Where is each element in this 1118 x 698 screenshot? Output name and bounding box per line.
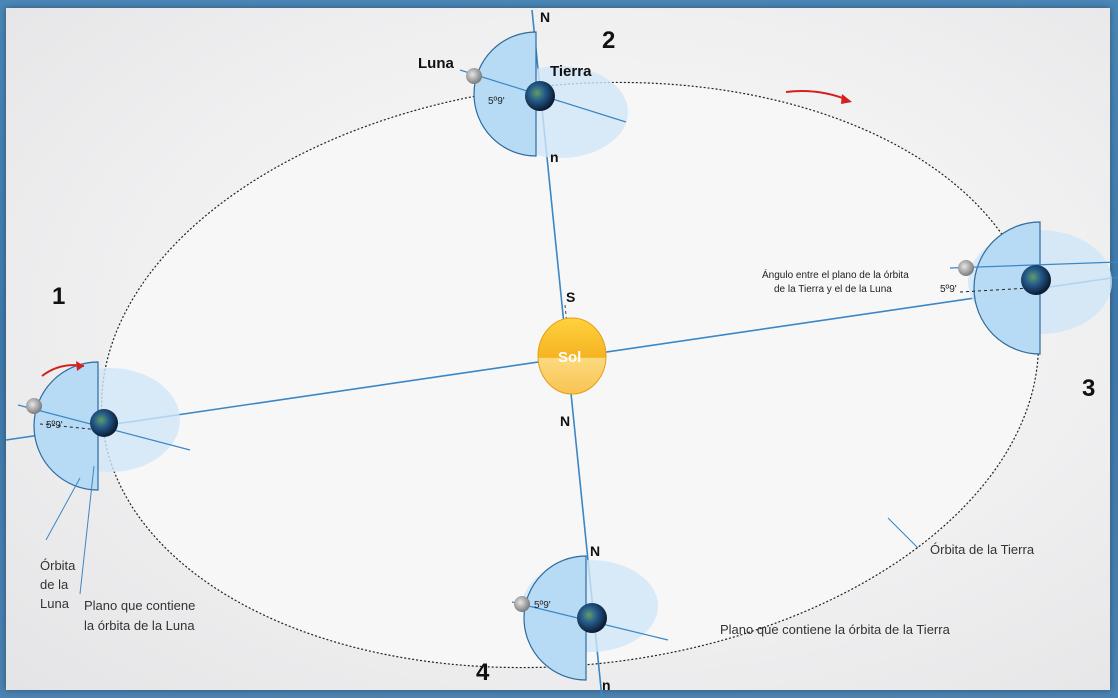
position-number-3: 3 xyxy=(1082,375,1095,402)
sun-pole-n: N xyxy=(560,413,570,429)
pole-N-2: N xyxy=(540,9,550,25)
plano-luna-line-2: la órbita de la Luna xyxy=(84,618,195,633)
angle-label-1: 5º9' xyxy=(46,420,63,431)
angle-label-4: 5º9' xyxy=(534,600,551,611)
angulo-desc-line-1: Ángulo entre el plano de la órbita xyxy=(762,268,909,281)
angulo-desc-line-2: de la Tierra y el de la Luna xyxy=(774,284,892,295)
luna-label: Luna xyxy=(418,55,454,72)
plano-tierra-label: Plano que contiene la órbita de la Tierr… xyxy=(720,622,951,637)
angle-label-3: 5º9' xyxy=(940,284,957,295)
position-1: 5º9' 1 xyxy=(17,283,191,491)
orbita-luna-line-1: Órbita xyxy=(40,558,76,573)
angle-label-2: 5º9' xyxy=(488,96,505,107)
orbita-tierra-label: Órbita de la Tierra xyxy=(930,542,1035,557)
orbita-luna-line-2: de la xyxy=(40,577,69,592)
position-number-4: 4 xyxy=(476,659,490,686)
sun: Sol S N xyxy=(537,289,607,429)
pole-N-4: N xyxy=(590,543,600,559)
position-4: 5º9' N n 4 xyxy=(476,543,669,693)
tierra-label: Tierra xyxy=(550,63,592,80)
position-2: 5º9' Luna Tierra N n 2 xyxy=(418,9,628,165)
position-number-1: 1 xyxy=(52,283,65,310)
sun-pole-s: S xyxy=(566,289,575,305)
position-3: Ángulo entre el plano de la órbita de la… xyxy=(762,221,1118,402)
direction-arrow xyxy=(785,90,849,101)
plano-luna-line-1: Plano que contiene xyxy=(84,598,195,613)
pole-n-2: n xyxy=(550,149,559,165)
pole-n-4: n xyxy=(602,677,611,693)
position-number-2: 2 xyxy=(602,27,615,54)
orbita-luna-line-3: Luna xyxy=(40,596,70,611)
sun-label: Sol xyxy=(558,349,581,366)
